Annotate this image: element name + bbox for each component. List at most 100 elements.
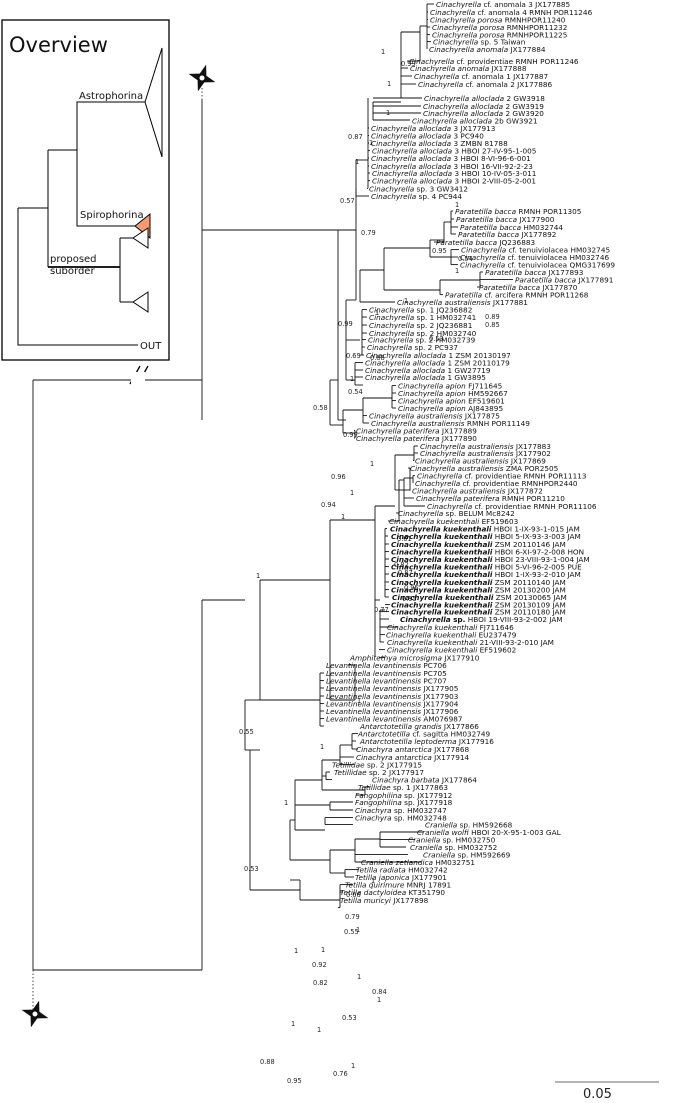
tip-species: sp.	[394, 806, 405, 815]
tip-genus: Cinachyra	[355, 813, 392, 822]
support-value: 0.77	[374, 606, 389, 614]
tip-species: cf. anomala	[484, 0, 526, 9]
tip-species: kuekenthali	[444, 540, 493, 549]
tip-species: porosa	[479, 30, 505, 39]
support-value: 0.76	[333, 1070, 348, 1078]
tip-voucher: ZSM 20130065 JAM	[496, 593, 567, 602]
tip-species: sp. 2	[367, 760, 385, 769]
tip-species: alloclada	[413, 373, 446, 382]
tip-voucher: ZSM 20130200 JAM	[495, 585, 566, 594]
tip-voucher: MNRJ 17891	[407, 880, 452, 889]
tip-label: Cinachyrella sp. 2 HM032739	[368, 335, 476, 344]
tip-label: Cinachyrella alloclada 2 GW3918	[424, 94, 545, 103]
tip-label: Cinachyra sp. HM032747	[355, 806, 447, 815]
tip-label: Cinachyrella kuekenthali HBOI 5-VI-96-2-…	[391, 562, 582, 571]
tip-voucher: JX177900	[518, 215, 554, 224]
tip-voucher: PC706	[423, 661, 447, 670]
tip-species: alloclada	[471, 109, 504, 118]
tip-species: kuekenthali	[435, 638, 478, 647]
support-value: 1	[455, 267, 459, 275]
tip-genus: Craniella	[410, 843, 442, 852]
support-value: 1	[321, 946, 325, 954]
tip-label: Cinachyrella kuekenthali HBOI 23-VIII-93…	[391, 555, 590, 564]
tip-label: Craniella sp. HM592669	[423, 850, 511, 859]
support-value: 0.92	[312, 961, 327, 969]
tip-label: Cinachyrella australiensis JX177881	[397, 298, 528, 307]
support-value: 1	[350, 375, 354, 383]
tip-label: Cinachyrella porosa RMNHPOR11232	[432, 23, 567, 32]
support-value: 1	[320, 743, 324, 751]
tip-species: dactyloidea	[364, 888, 406, 897]
tip-label: Tetilla radiata HM032742	[356, 865, 448, 874]
tip-genus: Cinachyrella	[412, 116, 457, 125]
tip-voucher: JX177864	[441, 775, 477, 784]
tip-voucher: JX177869	[510, 456, 546, 465]
tip-species: radiata	[380, 865, 406, 874]
tip-voucher: 1 GW3895	[447, 373, 485, 382]
tip-voucher: EU237479	[479, 630, 517, 639]
tip-genus: Cinachyrella	[398, 381, 443, 390]
tip-genus: Cinachyrella	[371, 131, 416, 140]
tip-label: Levantinella levantinensis PC706	[326, 661, 447, 670]
tip-label: Cinachyrella sp. 1 JQ236882	[369, 305, 472, 314]
tip-label: Cinachyrella apion FJ711645	[398, 381, 502, 390]
support-value: 0.66	[346, 891, 361, 899]
tip-genus: Antarctotetilla	[359, 722, 412, 731]
tip-label: Tetilla muricyi JX177898	[340, 896, 429, 905]
tip-label: Cinachyrella australiensis RMNH POR11149	[371, 419, 530, 428]
tip-voucher: RMNH POR11268	[525, 290, 588, 299]
tip-label: Amphitethya microsigma JX177910	[349, 653, 480, 662]
tip-species: sp.	[417, 321, 428, 330]
support-value: 1	[371, 877, 375, 885]
tip-voucher: ZMA POR2505	[506, 464, 558, 473]
tip-species: sp.	[443, 835, 454, 844]
support-value: 0.55	[239, 728, 254, 736]
support-value: 1	[404, 297, 408, 305]
tip-voucher: 3 ZMBN 81788	[453, 139, 508, 148]
tip-genus: Cinachyrella	[460, 253, 505, 262]
tip-label: Cinachyrella cf. anomala 3 JX177885	[436, 0, 570, 9]
astrophorina-clade-triangle	[144, 47, 163, 158]
support-value: 0.96	[331, 473, 346, 481]
tip-voucher: HBOI 23-VIII-93-1-004 JAM	[495, 555, 590, 564]
tip-voucher: FJ711645	[468, 381, 502, 390]
tip-voucher: 2 GW3919	[505, 102, 544, 111]
support-value: 1	[357, 973, 361, 981]
astrophorina-label: Astrophorina	[79, 91, 143, 102]
tip-genus: Cinachyrella	[415, 456, 460, 465]
tip-genus: Tetillidae	[332, 760, 365, 769]
tip-genus: Cinachyrella	[432, 23, 477, 32]
tip-voucher: JX177902	[515, 449, 551, 458]
tip-voucher: HM032746	[569, 253, 609, 262]
tip-voucher: 2 GW3920	[505, 109, 544, 118]
tip-label: Cinachyrella kuekenthali ZSM 20110146 JA…	[391, 540, 566, 549]
support-value: 0.84	[372, 988, 387, 996]
tip-voucher: HM032747	[407, 806, 447, 815]
tip-label: Cinachyrella cf. tenuiviolacea HM032746	[460, 253, 609, 262]
tip-voucher: 1 HM032741	[430, 313, 477, 322]
tip-species: levantinensis	[373, 699, 421, 708]
tip-species: sp.	[419, 192, 430, 201]
tip-species: anomala	[477, 45, 509, 54]
tip-genus: Cinachyrella	[398, 389, 443, 398]
tip-voucher: HM032744	[523, 223, 563, 232]
tip-label: Cinachyrella sp. 4 PC944	[371, 192, 462, 201]
tip-voucher: 3 GW3412	[430, 184, 468, 193]
tip-species: antarctica	[395, 745, 432, 754]
tip-species: cf. arcifera	[484, 290, 523, 299]
tip-genus: Levantinella	[326, 676, 371, 685]
tip-species: levantinensis	[373, 714, 421, 723]
tip-genus: Cinachyrella	[366, 351, 411, 360]
tip-species: japonica	[378, 873, 410, 882]
tip-voucher: HBOI 1-IX-93-2-010 JAM	[495, 570, 581, 579]
tip-species: apion	[446, 404, 467, 413]
tip-genus: Cinachyrella	[371, 154, 416, 163]
tip-genus: Cinachyrella	[391, 600, 442, 609]
tip-voucher: HBOI 6-XI-97-2-008 HON	[495, 547, 584, 556]
tip-genus: Cinachyrella	[423, 102, 468, 111]
tip-genus: Tetilla	[340, 896, 361, 905]
tip-species: antarctica	[395, 753, 432, 762]
tip-label: Craniella zetlandica HM032751	[361, 858, 475, 867]
tip-genus: Cinachyrella	[371, 419, 416, 428]
support-value: 0.95	[432, 247, 447, 255]
